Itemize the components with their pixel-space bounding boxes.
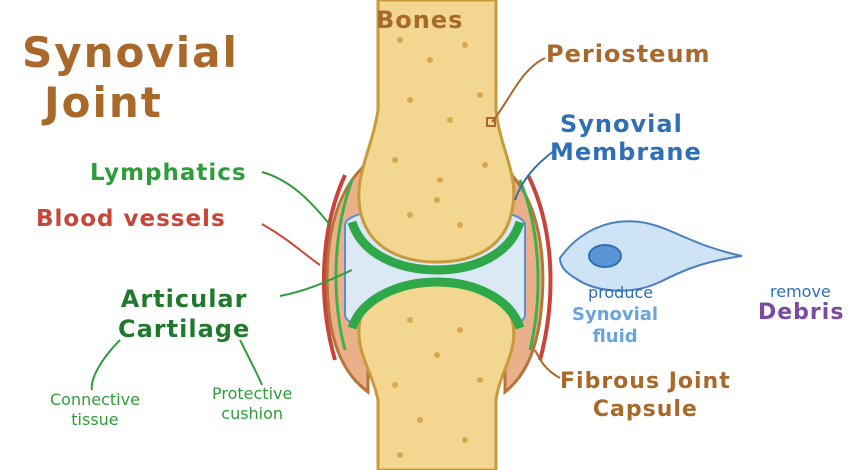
page-title: Synovial Joint: [22, 28, 239, 128]
lymphatic-left: [334, 179, 354, 351]
label-lymphatics: Lymphatics: [90, 160, 247, 186]
synoviocyte-nucleus: [588, 244, 622, 268]
label-fibrous-line-1: Fibrous Joint: [560, 369, 731, 394]
label-fibrous-line-2: Capsule: [592, 397, 698, 422]
blood-vessel-left: [321, 174, 347, 361]
title-line-1: Synovial: [22, 28, 239, 77]
upper-bone: [357, 0, 516, 264]
label-periosteum: Periosteum: [546, 40, 711, 68]
label-synovial-membrane-line-2: Membrane: [550, 138, 702, 166]
label-protective-line-2: cushion: [221, 404, 284, 423]
leader-blood-vessels: [261, 223, 321, 266]
upper-cartilage: [347, 220, 525, 275]
lower-cartilage: [347, 277, 525, 330]
label-blood-vessels: Blood vessels: [36, 206, 226, 232]
leader-periosteum: [491, 57, 546, 123]
leader-synovial-membrane: [514, 149, 556, 201]
label-articular-line-1: Articular: [120, 285, 248, 313]
synoviocyte-cell: [558, 220, 743, 292]
label-debris: Debris: [758, 300, 845, 325]
label-synovial-fluid-line-1: Synovial: [572, 304, 659, 325]
label-synovial-fluid-line-2: fluid: [592, 326, 638, 347]
title-line-2: Joint: [44, 78, 163, 127]
leader-connective: [90, 339, 121, 391]
leader-protective: [239, 339, 263, 386]
label-bones: Bones: [376, 6, 464, 34]
label-protective-line-1: Protective: [212, 384, 293, 403]
label-synovial-membrane: Synovial Membrane: [550, 110, 702, 166]
label-synovial-fluid: Synovial fluid: [572, 304, 658, 348]
periosteum-marker: [486, 117, 496, 127]
blood-vessel-right: [526, 174, 553, 361]
label-connective-tissue: Connective tissue: [50, 390, 140, 430]
label-produce: produce: [588, 283, 654, 302]
label-connective-line-1: Connective: [50, 390, 140, 409]
lower-bone: [357, 283, 516, 470]
leader-articular-cartilage: [279, 269, 353, 297]
leader-fibrous: [534, 349, 561, 379]
label-articular-line-2: Cartilage: [118, 315, 251, 343]
label-remove: remove: [770, 282, 831, 301]
leader-lymphatics: [261, 171, 331, 226]
label-fibrous-joint-capsule: Fibrous Joint Capsule: [560, 368, 731, 424]
lymphatic-right: [518, 179, 540, 351]
label-protective-cushion: Protective cushion: [212, 384, 292, 424]
label-synovial-membrane-line-1: Synovial: [560, 110, 683, 138]
label-articular-cartilage: Articular Cartilage: [118, 284, 250, 344]
bone-texture: [392, 37, 488, 458]
label-connective-line-2: tissue: [71, 410, 119, 429]
